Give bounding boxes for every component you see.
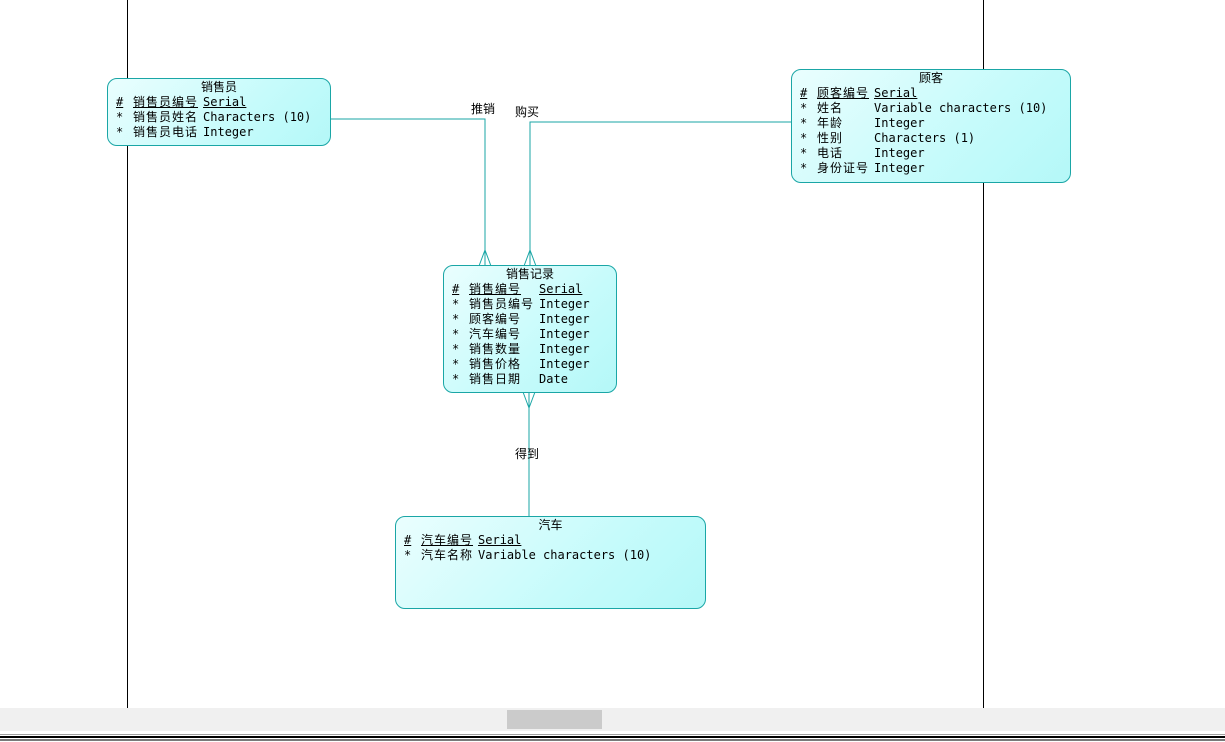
attribute-list: # 销售员编号 Serial * 销售员姓名 Characters (10) * 销售员电话 I… (116, 95, 316, 140)
entity-title: 销售记录 (505, 267, 554, 281)
attribute-name: 姓名 (817, 101, 844, 115)
entity-salesperson[interactable]: 销售员 # 销售员编号 Serial * 销售员姓名 Characters (10) * 销售… (107, 78, 331, 146)
attribute-symbol: * (404, 548, 412, 562)
attribute-symbol: * (116, 110, 124, 124)
attribute-row[interactable]: * 电话 Integer (800, 146, 1052, 161)
attribute-name: 年龄 (817, 116, 844, 130)
attribute-name: 销售员姓名 (133, 110, 199, 124)
page-boundary-right (983, 0, 984, 708)
attribute-symbol: # (800, 86, 808, 100)
entity-car[interactable]: 汽车 # 汽车编号 Serial * 汽车名称 Variable characters (… (395, 516, 706, 609)
attribute-list: # 顾客编号 Serial * 姓名 Variable characters (10) * 年… (800, 86, 1052, 176)
attribute-row-primary-key[interactable]: # 销售员编号 Serial (116, 95, 316, 110)
attribute-row[interactable]: * 顾客编号 Integer (452, 312, 595, 327)
attribute-symbol: # (452, 282, 460, 296)
attribute-type: Integer (203, 125, 254, 139)
attribute-symbol: * (452, 327, 460, 341)
attribute-type: Serial (203, 95, 247, 109)
attribute-type: Integer (539, 327, 590, 341)
attribute-name: 性别 (817, 131, 844, 145)
attribute-row[interactable]: * 身份证号 Integer (800, 161, 1052, 176)
attribute-type: Serial (539, 282, 583, 296)
attribute-type: Serial (874, 86, 918, 100)
entity-customer[interactable]: 顾客 # 顾客编号 Serial * 姓名 Variable characters (10… (791, 69, 1071, 183)
attribute-symbol: * (800, 101, 808, 115)
attribute-list: # 汽车编号 Serial * 汽车名称 Variable characters (10) (404, 533, 656, 563)
attribute-symbol: * (452, 297, 460, 311)
crowfoot-obtain (522, 391, 536, 410)
attribute-symbol: * (800, 146, 808, 160)
attribute-row[interactable]: * 销售价格 Integer (452, 357, 595, 372)
attribute-name: 销售编号 (469, 282, 522, 296)
relationship-label-promote[interactable]: 推销 (471, 102, 496, 116)
attribute-type: Variable characters (10) (478, 548, 652, 562)
attribute-name: 顾客编号 (469, 312, 522, 326)
attribute-type: Integer (539, 297, 590, 311)
entity-title: 顾客 (918, 71, 943, 85)
attribute-type: Characters (10) (203, 110, 312, 124)
attribute-type: Serial (478, 533, 522, 547)
attribute-row-primary-key[interactable]: # 顾客编号 Serial (800, 86, 1052, 101)
entity-title: 汽车 (538, 518, 563, 532)
attribute-symbol: * (452, 357, 460, 371)
attribute-name: 销售员编号 (469, 297, 535, 311)
attribute-type: Integer (874, 161, 925, 175)
relationship-label-obtain[interactable]: 得到 (515, 447, 540, 461)
attribute-symbol: * (452, 312, 460, 326)
attribute-symbol: # (404, 533, 412, 547)
attribute-name: 顾客编号 (817, 86, 870, 100)
entity-title: 销售员 (200, 80, 237, 94)
relationship-links (330, 118, 791, 517)
attribute-type: Date (539, 372, 568, 386)
attribute-name: 销售价格 (469, 357, 522, 371)
attribute-name: 电话 (817, 146, 844, 160)
attribute-row[interactable]: * 性别 Characters (1) (800, 131, 1052, 146)
attribute-row-primary-key[interactable]: # 销售编号 Serial (452, 282, 595, 297)
page-boundary-left (127, 0, 128, 708)
attribute-type: Characters (1) (874, 131, 976, 145)
attribute-name: 销售数量 (469, 342, 522, 356)
attribute-type: Integer (539, 342, 590, 356)
link-purchase[interactable] (529, 121, 791, 265)
attribute-name: 汽车名称 (421, 548, 474, 562)
attribute-type: Variable characters (10) (874, 101, 1048, 115)
attribute-symbol: * (452, 372, 460, 386)
attribute-type: Integer (539, 312, 590, 326)
attribute-name: 销售员编号 (133, 95, 199, 109)
attribute-list: # 销售编号 Serial * 销售员编号 Integer * 顾客编号 Integer * 汽车编… (452, 282, 595, 387)
attribute-symbol: * (800, 116, 808, 130)
attribute-type: Integer (539, 357, 590, 371)
entity-sales-record[interactable]: 销售记录 # 销售编号 Serial * 销售员编号 Integer * 顾客编号 Intege… (443, 265, 617, 393)
attribute-name: 身份证号 (817, 161, 870, 175)
attribute-name: 销售日期 (469, 372, 522, 386)
attribute-row[interactable]: * 汽车编号 Integer (452, 327, 595, 342)
attribute-row[interactable]: * 汽车名称 Variable characters (10) (404, 548, 656, 563)
crowfoot-promote (478, 248, 492, 267)
attribute-row[interactable]: * 销售员编号 Integer (452, 297, 595, 312)
attribute-symbol: * (800, 131, 808, 145)
attribute-type: Integer (874, 146, 925, 160)
attribute-symbol: # (116, 95, 124, 109)
attribute-name: 汽车编号 (469, 327, 522, 341)
attribute-row[interactable]: * 年龄 Integer (800, 116, 1052, 131)
attribute-row[interactable]: * 销售数量 Integer (452, 342, 595, 357)
attribute-symbol: * (116, 125, 124, 139)
attribute-row[interactable]: * 销售日期 Date (452, 372, 595, 387)
attribute-name: 销售员电话 (133, 125, 199, 139)
attribute-row-primary-key[interactable]: # 汽车编号 Serial (404, 533, 656, 548)
attribute-type: Integer (874, 116, 925, 130)
attribute-row[interactable]: * 姓名 Variable characters (10) (800, 101, 1052, 116)
attribute-symbol: * (452, 342, 460, 356)
relationship-label-purchase[interactable]: 购买 (515, 105, 540, 119)
attribute-symbol: * (800, 161, 808, 175)
scrollbar-thumb[interactable] (507, 710, 602, 729)
attribute-row[interactable]: * 销售员电话 Integer (116, 125, 316, 140)
attribute-name: 汽车编号 (421, 533, 474, 547)
link-promote[interactable] (330, 118, 486, 265)
attribute-row[interactable]: * 销售员姓名 Characters (10) (116, 110, 316, 125)
window-bottom-border (0, 733, 1225, 742)
crowfoot-purchase (523, 248, 537, 267)
horizontal-scrollbar[interactable] (0, 708, 1225, 731)
